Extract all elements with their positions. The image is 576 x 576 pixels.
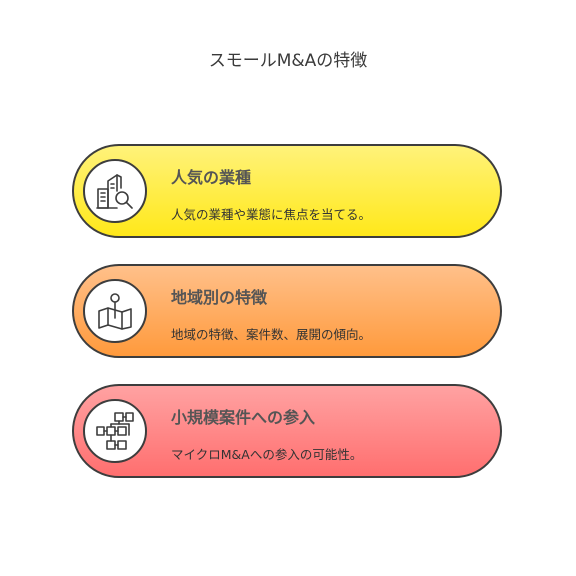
feature-card-popular-industries: 人気の業種 人気の業種や業態に焦点を当てる。 (72, 144, 502, 238)
card-description: 地域の特徴、案件数、展開の傾向。 (171, 327, 372, 342)
icon-badge (83, 279, 147, 343)
icon-badge (83, 399, 147, 463)
icon-badge (83, 159, 147, 223)
card-description: 人気の業種や業態に焦点を当てる。 (171, 207, 372, 222)
network-nodes-icon (96, 412, 134, 450)
buildings-search-icon (96, 174, 133, 209)
card-description: マイクロM&Aへの参入の可能性。 (171, 447, 363, 462)
page-title: スモールM&Aの特徴 (208, 51, 368, 71)
card-title: 人気の業種 (171, 168, 252, 187)
map-pin-icon (98, 293, 132, 330)
card-title: 地域別の特徴 (171, 288, 268, 307)
feature-card-regional-characteristics: 地域別の特徴 地域の特徴、案件数、展開の傾向。 (72, 264, 502, 358)
feature-card-small-deal-entry: 小規模案件への参入 マイクロM&Aへの参入の可能性。 (72, 384, 502, 478)
card-title: 小規模案件への参入 (171, 408, 316, 427)
